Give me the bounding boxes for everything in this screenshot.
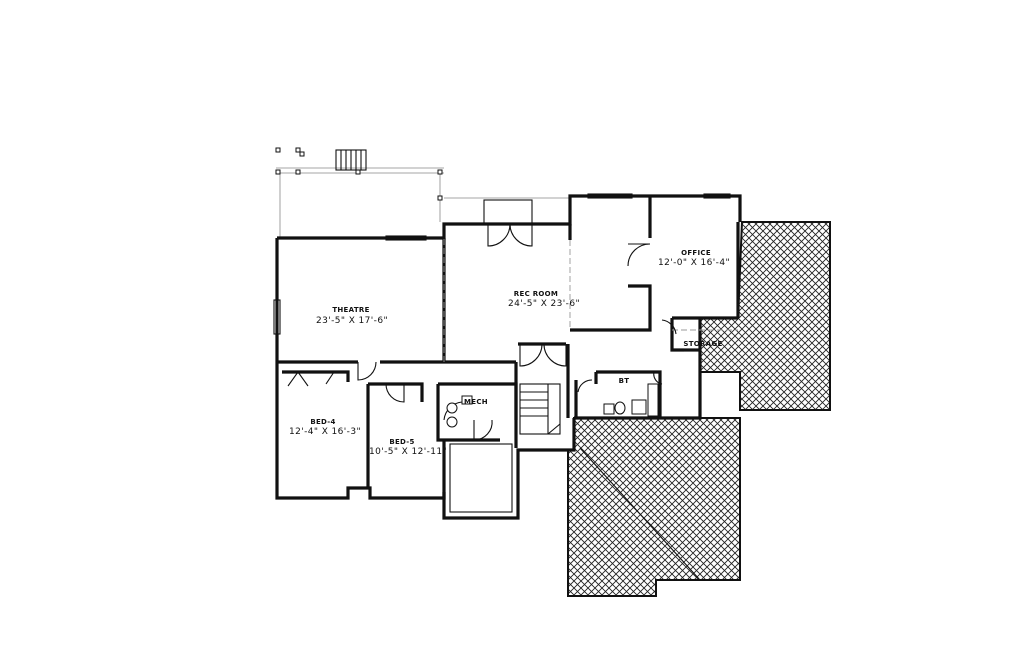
- unexcavated-area-east: [699, 221, 831, 411]
- room-name: THEATRE: [332, 306, 369, 314]
- hatch-ridge-line: [579, 447, 701, 581]
- room-name: BED-4: [310, 418, 335, 426]
- room-dimensions: 23'-5" X 17'-6": [316, 316, 388, 326]
- room-dimensions: 10'-5" X 12'-11": [369, 447, 447, 457]
- room-dimensions: 24'-5" X 23'-6": [508, 299, 580, 309]
- room-name: BED-5: [389, 438, 414, 446]
- unexcavated-area-south: [567, 417, 741, 597]
- room-label-bath: BT: [619, 377, 630, 385]
- room-label-storage: STORAGE: [683, 340, 722, 348]
- garage-area: [449, 443, 513, 513]
- room-name: MECH: [464, 398, 488, 406]
- room-dimensions: 12'-4" X 16'-3": [289, 427, 361, 437]
- interior-walls: [277, 196, 738, 488]
- room-name: STORAGE: [683, 340, 722, 348]
- mech-equipment: [446, 395, 473, 428]
- room-name: OFFICE: [681, 249, 711, 257]
- room-label-theatre: THEATRE 23'-5" X 17'-6": [316, 306, 388, 326]
- deck-stairs: [335, 149, 367, 171]
- room-name: REC ROOM: [514, 290, 558, 298]
- room-label-bed-4: BED-4 12'-4" X 16'-3": [289, 418, 361, 437]
- bath-fixtures: [603, 383, 659, 417]
- interior-stair: [519, 383, 561, 435]
- room-name: BT: [619, 377, 630, 385]
- doors: [287, 223, 677, 441]
- room-label-rec-room: REC ROOM 24'-5" X 23'-6": [508, 290, 580, 309]
- deck-outline: [275, 147, 570, 238]
- windows: [273, 193, 731, 335]
- room-label-office: OFFICE 12'-0" X 16'-4": [658, 249, 730, 268]
- room-dimensions: 12'-0" X 16'-4": [658, 258, 730, 268]
- room-label-mech: MECH: [464, 398, 488, 406]
- room-label-bed-5: BED-5 10'-5" X 12'-11": [369, 438, 447, 457]
